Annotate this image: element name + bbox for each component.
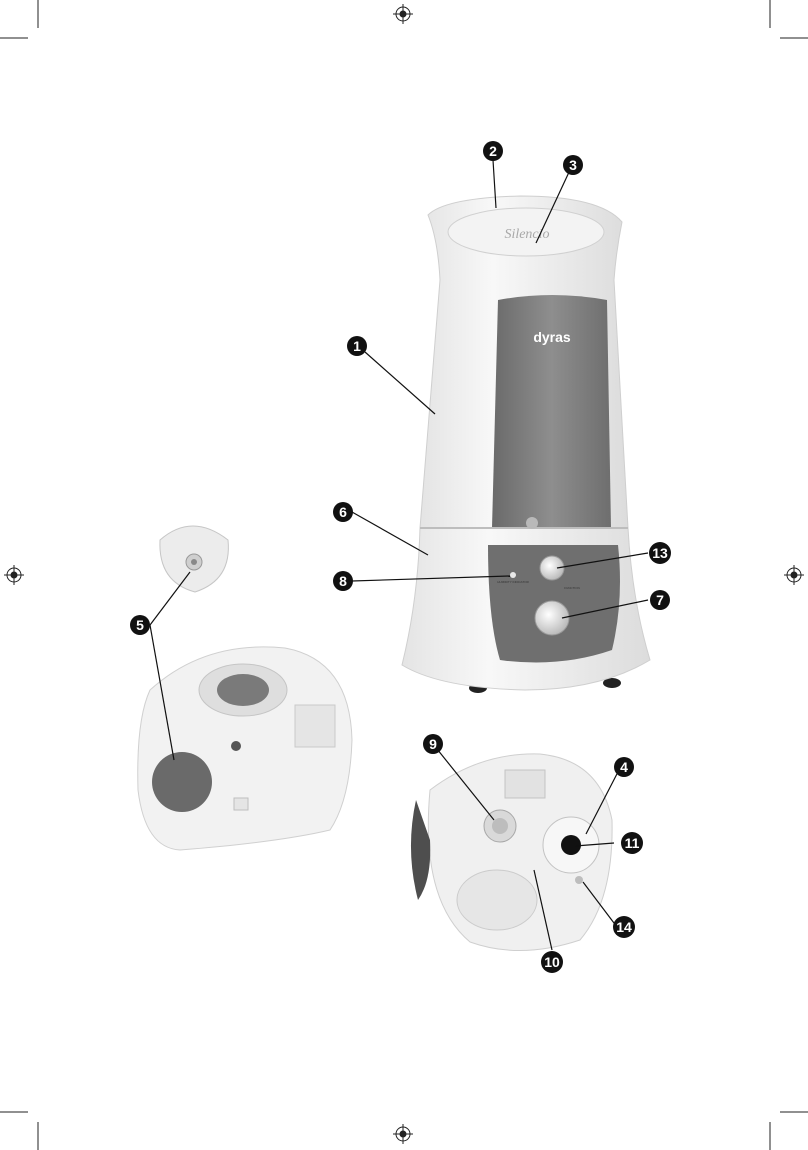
callout-11: 11	[621, 832, 643, 854]
callout-13-label: 13	[652, 545, 668, 561]
crosshair-icon	[393, 1124, 413, 1144]
callout-7-label: 7	[656, 592, 664, 608]
callout-7: 7	[650, 590, 670, 610]
callout-9: 9	[423, 734, 443, 754]
panel-label-humidity: HUMIDITY INDICATOR	[497, 580, 529, 584]
crosshair-icon	[4, 565, 24, 585]
brand-logo: dyras	[533, 329, 571, 345]
callout-1: 1	[347, 336, 367, 356]
callout-badges: 1 2 3 4 5 6 7 8 9 10 11 13 14	[130, 141, 671, 973]
callout-4: 4	[614, 757, 634, 777]
callout-10: 10	[541, 951, 563, 973]
underside-illustration	[410, 753, 613, 952]
callout-5-label: 5	[136, 617, 144, 633]
callout-2: 2	[483, 141, 503, 161]
callout-11-label: 11	[625, 835, 640, 851]
callout-3-label: 3	[569, 157, 577, 173]
callout-3: 3	[563, 155, 583, 175]
base-detail-illustration	[137, 646, 353, 851]
callout-8: 8	[333, 571, 353, 591]
callout-14-label: 14	[616, 919, 632, 935]
callout-4-label: 4	[620, 759, 628, 775]
callout-1-label: 1	[353, 338, 361, 354]
humidifier-illustration	[401, 195, 651, 693]
crosshair-icon	[784, 565, 804, 585]
callout-6-label: 6	[339, 504, 347, 520]
callout-14: 14	[613, 916, 635, 938]
callout-8-label: 8	[339, 573, 347, 589]
callout-10-label: 10	[544, 954, 560, 970]
crosshair-icon	[393, 4, 413, 24]
callout-2-label: 2	[489, 143, 497, 159]
cap-illustration	[159, 525, 229, 593]
callout-5: 5	[130, 615, 150, 635]
panel-label-function: FUNCTION	[564, 586, 580, 590]
callout-6: 6	[333, 502, 353, 522]
leader-lines	[149, 159, 649, 951]
callout-9-label: 9	[429, 736, 437, 752]
callout-13: 13	[649, 542, 671, 564]
